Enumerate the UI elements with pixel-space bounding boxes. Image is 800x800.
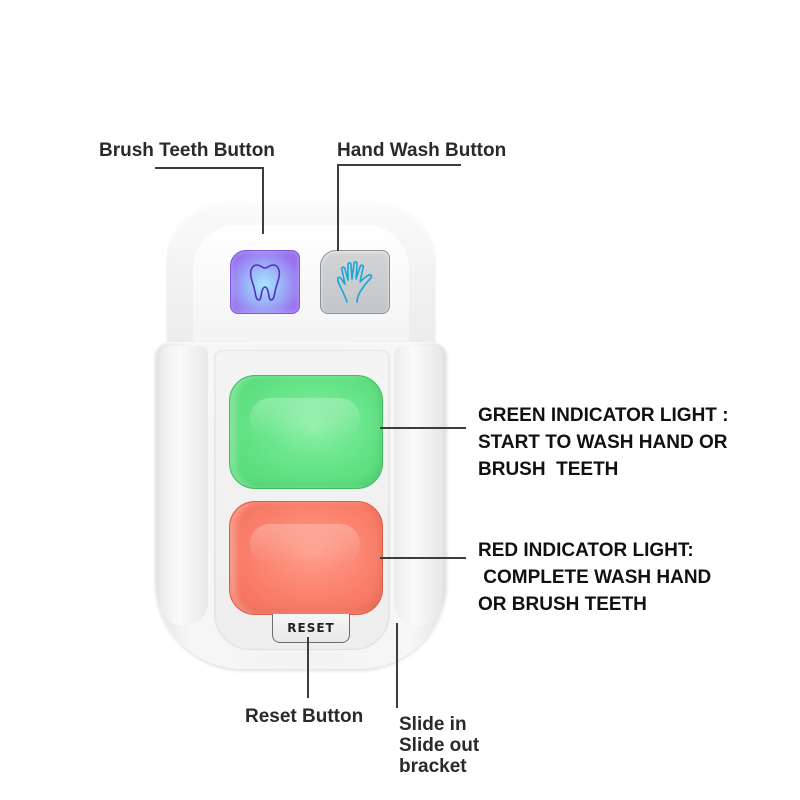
reset-button[interactable]: RESET (272, 614, 350, 643)
bracket-rail-right (394, 346, 442, 626)
brush-leader-vertical (262, 167, 264, 234)
red-light-callout: RED INDICATOR LIGHT: COMPLETE WASH HAND … (478, 540, 712, 615)
bracket-rail-left (160, 346, 208, 626)
hand-leader-vertical (337, 164, 339, 251)
light-shine (250, 398, 360, 438)
brush-teeth-button[interactable] (230, 250, 300, 314)
green-indicator-light (229, 375, 383, 489)
green-leader (380, 427, 466, 429)
red-indicator-light (229, 501, 383, 615)
tooth-icon (249, 264, 281, 301)
hand-leader-horizontal (337, 164, 461, 166)
red-leader (380, 557, 466, 559)
reset-leader (307, 637, 309, 698)
hand-wash-callout: Hand Wash Button (337, 140, 507, 161)
bracket-callout: Slide in Slide out bracket (399, 714, 480, 777)
reset-button-callout: Reset Button (245, 706, 364, 727)
bracket-leader (396, 623, 398, 708)
brush-leader-horizontal (155, 167, 264, 169)
hand-icon (336, 260, 373, 303)
hand-wash-button[interactable] (320, 250, 390, 314)
brush-teeth-callout: Brush Teeth Button (99, 140, 275, 161)
light-shine (250, 524, 360, 564)
green-light-callout: GREEN INDICATOR LIGHT : START TO WASH HA… (478, 405, 729, 480)
